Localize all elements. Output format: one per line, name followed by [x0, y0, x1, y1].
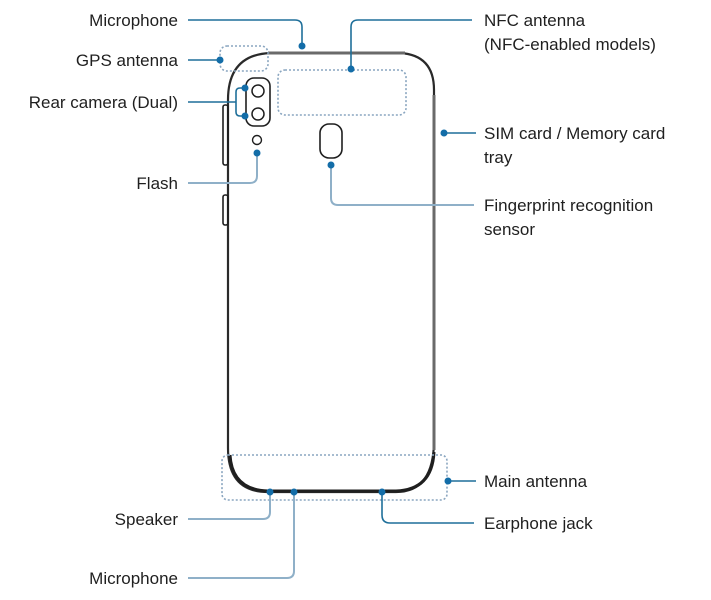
dot-sim	[440, 129, 448, 137]
phone-bottom-edge	[228, 451, 436, 493]
label-sim-tray: SIM card / Memory card	[484, 124, 665, 143]
label-rear-camera: Rear camera (Dual)	[29, 93, 178, 112]
label-main-antenna: Main antenna	[484, 472, 588, 491]
dot-nfc	[347, 65, 355, 73]
label-speaker: Speaker	[115, 510, 179, 529]
dot-fingerprint	[327, 161, 335, 169]
leader-fingerprint	[330, 165, 474, 206]
label-microphone-bottom: Microphone	[89, 569, 178, 588]
power-button	[222, 194, 229, 226]
dot-microphone-bottom	[290, 488, 298, 496]
fingerprint-sensor	[319, 123, 343, 159]
leader-nfc	[350, 19, 472, 69]
label-fingerprint: Fingerprint recognition	[484, 196, 653, 215]
leader-microphone-bottom	[188, 492, 295, 579]
leader-earphone	[381, 492, 474, 524]
label-microphone-top: Microphone	[89, 11, 178, 30]
label-fingerprint-sub: sensor	[484, 220, 535, 239]
leader-flash	[188, 153, 258, 184]
camera-lens-1	[251, 84, 265, 98]
dot-main-antenna	[444, 477, 452, 485]
label-nfc-antenna-sub: (NFC-enabled models)	[484, 35, 656, 54]
label-flash: Flash	[136, 174, 178, 193]
dot-camera-1	[241, 84, 249, 92]
label-sim-tray-sub: tray	[484, 148, 513, 167]
leader-rear-camera	[188, 87, 245, 117]
leader-microphone-top	[188, 19, 303, 46]
camera-lens-2	[251, 107, 265, 121]
dot-microphone-top	[298, 42, 306, 50]
volume-button	[222, 104, 229, 166]
nfc-antenna-region	[277, 69, 407, 116]
dot-flash	[253, 149, 261, 157]
main-antenna-region	[221, 454, 448, 501]
flash-light	[251, 134, 263, 146]
label-earphone-jack: Earphone jack	[484, 514, 593, 533]
gps-antenna-region	[219, 45, 269, 72]
leader-speaker	[188, 492, 271, 520]
dot-speaker	[266, 488, 274, 496]
phone-body-outline	[226, 51, 436, 494]
label-gps-antenna: GPS antenna	[76, 51, 179, 70]
label-nfc-antenna: NFC antenna	[484, 11, 586, 30]
dot-gps	[216, 56, 224, 64]
camera-module	[245, 77, 271, 127]
dot-camera-2	[241, 112, 249, 120]
dot-earphone	[378, 488, 386, 496]
